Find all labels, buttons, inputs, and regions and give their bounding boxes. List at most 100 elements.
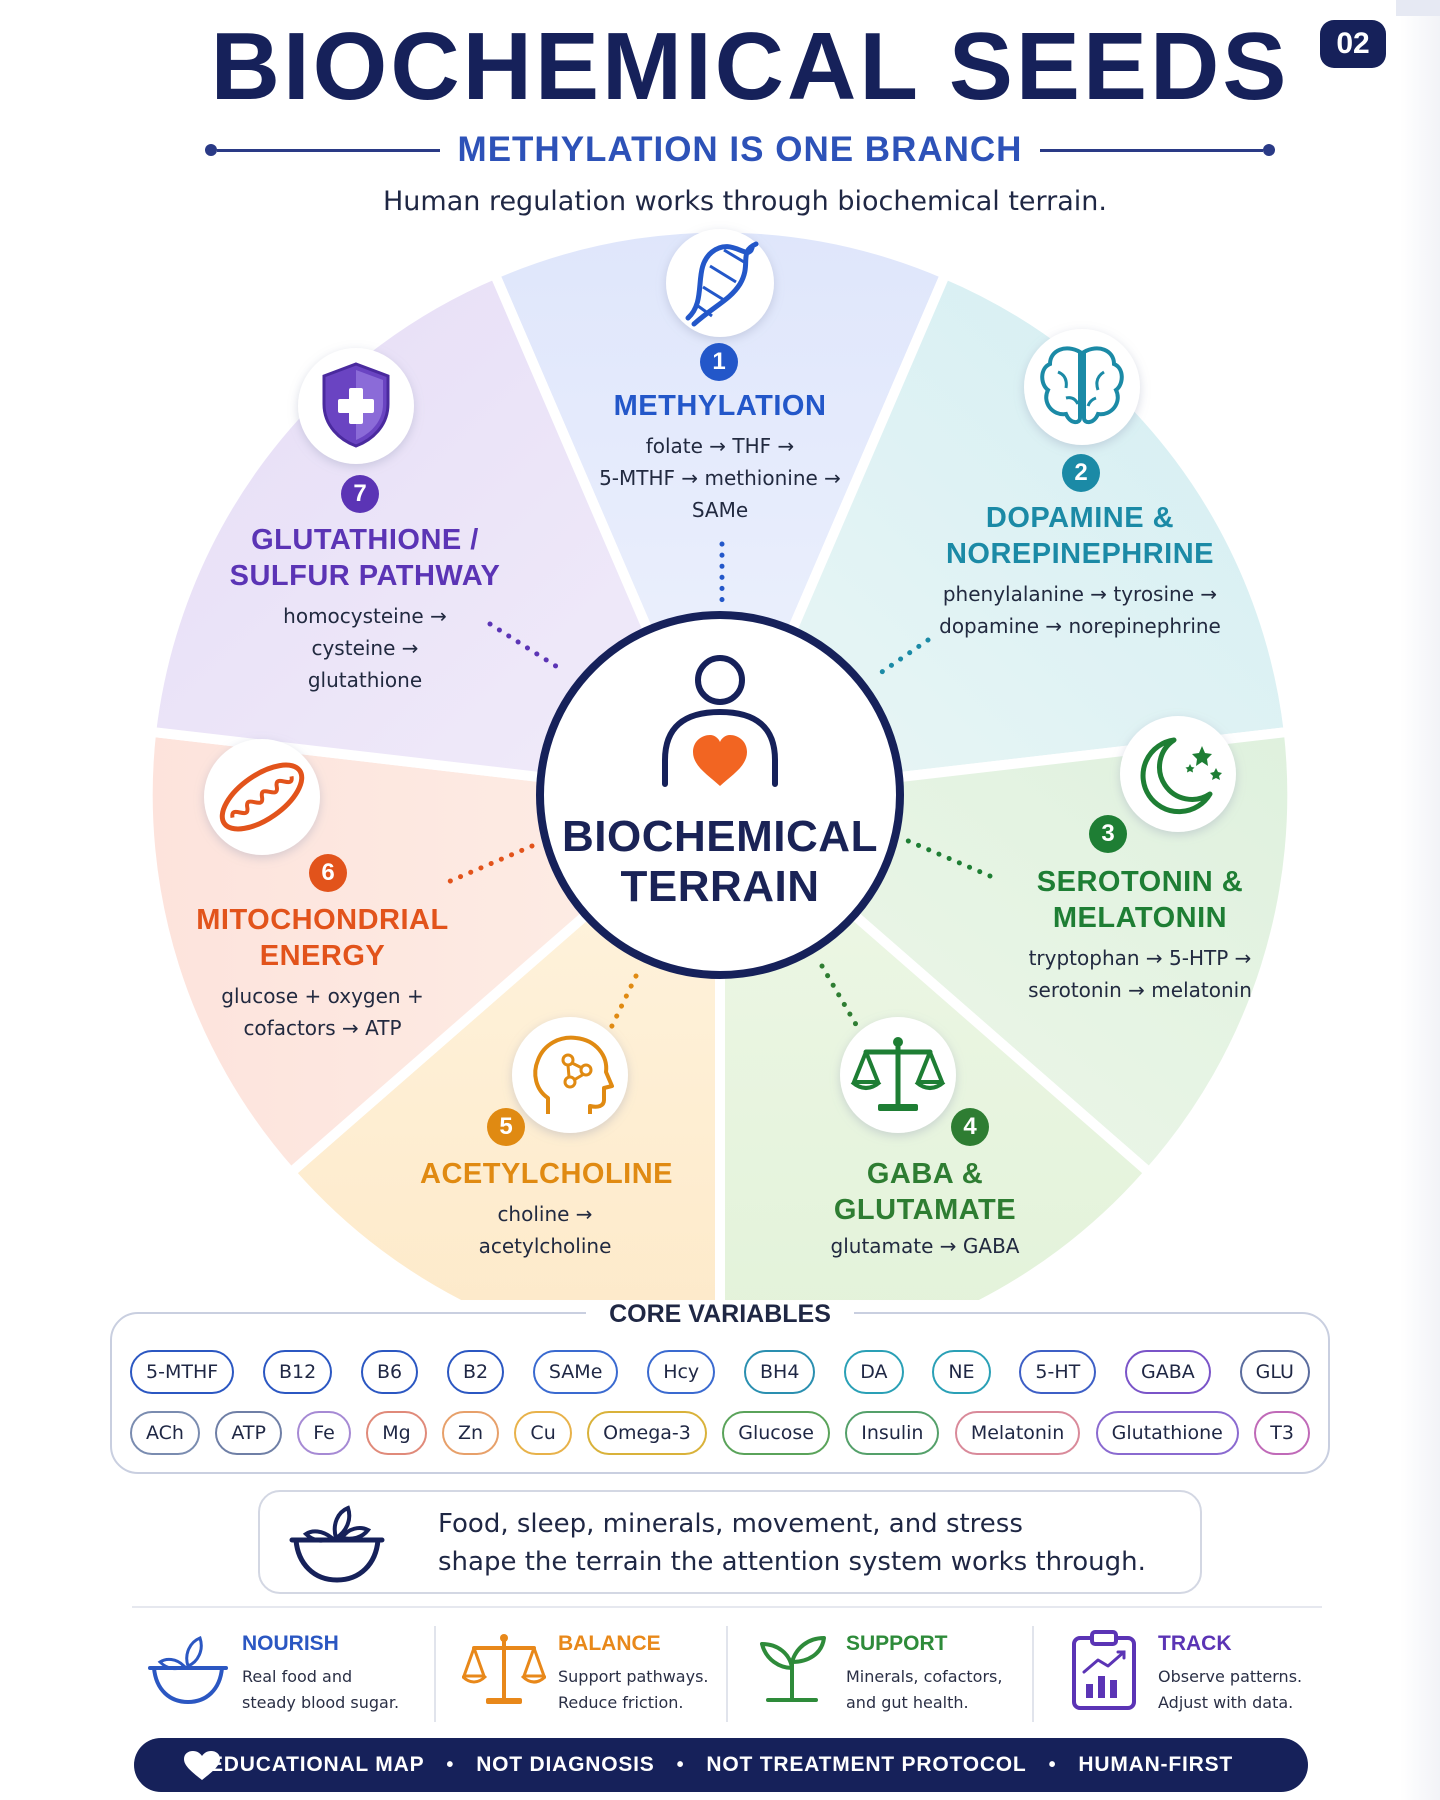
variable-chip: B2: [446, 1350, 505, 1394]
core-variables-title: CORE VARIABLES: [586, 1300, 854, 1329]
connector-dopamine: [873, 637, 931, 679]
desc-line: glutathione: [307, 668, 423, 692]
badge-acetylcholine: 5: [487, 1108, 525, 1146]
segment-title-2: NOREPINEPHRINE: [945, 538, 1215, 570]
variable-chip: B6: [361, 1350, 419, 1394]
segment-glutathione: [145, 267, 729, 804]
desc-line: acetylcholine: [478, 1234, 612, 1258]
badge-gaba: 4: [951, 1108, 989, 1146]
heart-icon: [184, 1751, 220, 1780]
food-note-line2: shape the terrain the attention system w…: [438, 1547, 1146, 1577]
segment-desc: tryptophan → 5-HTP → serotonin → melaton…: [1000, 942, 1280, 1006]
pillar-desc-line: Adjust with data.: [1158, 1693, 1294, 1712]
desc-line: 5-MTHF → methionine →: [599, 466, 841, 490]
pillar-desc-line: Observe patterns.: [1158, 1667, 1303, 1686]
subtitle-row: METHYLATION IS ONE BRANCH: [205, 128, 1275, 172]
pillar-desc-line: Real food and: [242, 1667, 353, 1686]
footer-item: EDUCATIONAL MAP: [208, 1753, 425, 1776]
subtitle-dot-right: [1263, 144, 1275, 156]
footer-banner: EDUCATIONAL MAP • NOT DIAGNOSIS • NOT TR…: [134, 1738, 1308, 1792]
segment-text-mitochondrial: MITOCHONDRIAL ENERGY glucose + oxygen + …: [190, 902, 455, 1044]
footer-item: NOT DIAGNOSIS: [476, 1753, 655, 1776]
tagline: Human regulation works through biochemic…: [382, 186, 1107, 217]
connector-glutathione: [487, 621, 565, 673]
food-note-text: Food, sleep, minerals, movement, and str…: [438, 1505, 1178, 1581]
segment-text-acetylcholine: ACETYLCHOLINE choline → acetylcholine: [420, 1156, 673, 1262]
pillar-desc-line: steady blood sugar.: [242, 1693, 400, 1712]
pillar-desc: Minerals, cofactors, and gut health.: [846, 1664, 1046, 1716]
center-label: BIOCHEMICAL TERRAIN: [550, 812, 890, 912]
variable-chip: SAMe: [532, 1350, 619, 1394]
scales-icon: [462, 1634, 546, 1704]
segment-title: MITOCHONDRIAL: [196, 904, 449, 936]
segment-text-glutathione: GLUTATHIONE / SULFUR PATHWAY homocystein…: [225, 522, 505, 696]
segment-text-gaba: GABA & GLUTAMATE glutamate → GABA: [800, 1156, 1050, 1262]
variable-chip: B12: [262, 1350, 333, 1394]
footer-separator: •: [446, 1753, 455, 1776]
badge-dopamine: 2: [1062, 454, 1100, 492]
pillar-desc: Support pathways. Reduce friction.: [558, 1664, 758, 1716]
connector-gaba: [819, 963, 861, 1031]
variable-chip: T3: [1254, 1411, 1310, 1455]
pillar-divider: [434, 1626, 436, 1722]
head-network-icon: [512, 1017, 628, 1133]
bowl-leaf-icon: [289, 1505, 385, 1583]
center-label-line2: TERRAIN: [620, 862, 820, 911]
badge-mitochondrial: 6: [309, 854, 347, 892]
desc-line: tryptophan → 5-HTP →: [1028, 946, 1252, 970]
variable-chip: Hcy: [647, 1350, 716, 1394]
variable-chip: GLU: [1239, 1350, 1310, 1394]
variable-chip: Cu: [514, 1411, 572, 1455]
segment-methylation: [488, 222, 952, 811]
segment-desc: folate → THF → 5-MTHF → methionine → SAM…: [570, 430, 870, 526]
footer-separator: •: [676, 1753, 685, 1776]
segment-title-2: ENERGY: [259, 940, 386, 972]
variable-chip: Glutathione: [1095, 1411, 1239, 1455]
scales-icon-gaba: [840, 1017, 956, 1133]
segment-desc: choline → acetylcholine: [420, 1198, 670, 1262]
variable-chip: Melatonin: [954, 1411, 1081, 1455]
variable-chip: 5-HT: [1019, 1350, 1097, 1394]
center-circle: [536, 611, 904, 979]
desc-line: cysteine →: [311, 636, 419, 660]
subtitle-line-left: [217, 148, 440, 152]
variable-chip: Fe: [297, 1411, 351, 1455]
variable-chip: Omega-3: [587, 1411, 707, 1455]
pillar-title: TRACK: [1158, 1632, 1232, 1655]
variable-chip: NE: [932, 1350, 991, 1394]
desc-line: serotonin → melatonin: [1028, 978, 1252, 1002]
badge-methylation: 1: [700, 343, 738, 381]
pillar-title: NOURISH: [242, 1632, 339, 1655]
clipboard-chart-icon: [1072, 1630, 1136, 1710]
pillar-divider: [1032, 1626, 1034, 1722]
variable-chip: Zn: [442, 1411, 500, 1455]
segment-text-dopamine: DOPAMINE & NOREPINEPHRINE phenylalanine …: [920, 500, 1240, 642]
pillar-desc: Real food and steady blood sugar.: [242, 1664, 442, 1716]
page-edge: [1400, 0, 1440, 1800]
segment-title: GABA &: [866, 1158, 984, 1190]
segment-dopamine: [711, 267, 1295, 804]
desc-line: phenylalanine → tyrosine →: [942, 582, 1218, 606]
subtitle-line-right: [1040, 148, 1263, 152]
segment-text-methylation: METHYLATION folate → THF → 5-MTHF → meth…: [570, 388, 870, 526]
segment-title-2: MELATONIN: [1052, 902, 1228, 934]
desc-line: glucose + oxygen +: [221, 984, 424, 1008]
footer-item: NOT TREATMENT PROTOCOL: [706, 1753, 1027, 1776]
pillar-desc-line: Support pathways.: [558, 1667, 709, 1686]
segment-title-2: GLUTAMATE: [833, 1194, 1017, 1226]
page-title: BIOCHEMICAL SEEDS: [210, 13, 1290, 120]
mitochondria-icon: [204, 739, 320, 855]
moon-stars-icon: [1120, 716, 1236, 832]
desc-line: glutamate → GABA: [830, 1234, 1020, 1258]
desc-line: homocysteine →: [283, 604, 447, 628]
segment-title-2: SULFUR PATHWAY: [229, 560, 501, 592]
pillar-desc-line: Minerals, cofactors,: [846, 1667, 1003, 1686]
dna-icon: [666, 229, 774, 337]
desc-line: folate → THF →: [645, 434, 795, 458]
connector-serotonin: [903, 837, 993, 879]
segment-desc: phenylalanine → tyrosine → dopamine → no…: [920, 578, 1240, 642]
terrain-wheel: [145, 222, 1295, 1300]
subtitle-dot-left: [205, 144, 217, 156]
sprout-icon: [760, 1636, 826, 1702]
